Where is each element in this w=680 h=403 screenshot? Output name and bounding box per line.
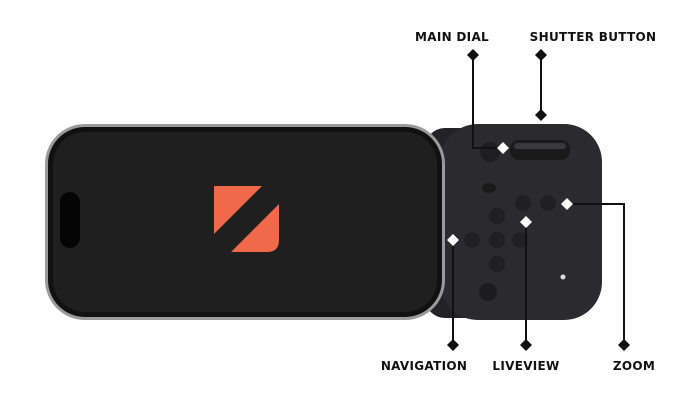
liveview-button	[515, 195, 531, 211]
dynamic-island	[60, 192, 80, 248]
app-logo	[214, 186, 279, 252]
phone	[45, 124, 445, 320]
main-dial-label: MAIN DIAL	[415, 30, 489, 44]
zoom-label: ZOOM	[612, 359, 656, 373]
zoom-button	[540, 195, 556, 211]
controller	[425, 124, 602, 320]
liveview-label: LIVEVIEW	[492, 359, 560, 373]
phone-screen	[53, 132, 437, 312]
callouts	[452, 55, 625, 345]
shutter-button-label: SHUTTER BUTTON	[529, 30, 657, 44]
navigation-label: NAVIGATION	[380, 359, 468, 373]
callout-markers	[447, 49, 630, 351]
